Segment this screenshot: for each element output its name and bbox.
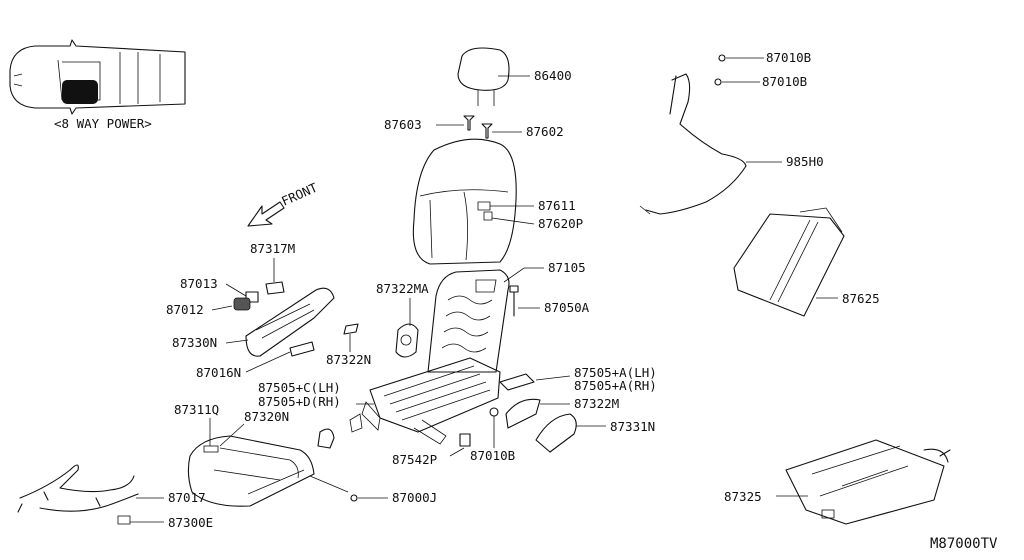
recliner-cover-87322m: [505, 398, 541, 429]
headrest-guide-87602: [481, 123, 493, 139]
clip-87010b-top1: [718, 54, 726, 62]
part-label-87603: 87603: [384, 117, 422, 132]
diagram-id: M87000TV: [930, 536, 998, 552]
part-label-87625: 87625: [842, 291, 880, 306]
part-label-87505a-rh: 87505+A(RH): [574, 378, 657, 393]
seat-side-finisher-87330n: [245, 287, 335, 357]
part-label-87013: 87013: [180, 276, 218, 291]
seat-cushion-pad: [187, 435, 315, 507]
part-label-87602: 87602: [526, 124, 564, 139]
part-label-87016n: 87016N: [196, 365, 241, 380]
front-label: FRONT: [279, 180, 320, 209]
part-label-87322n: 87322N: [326, 352, 371, 367]
clip-87322n: [343, 323, 359, 335]
front-direction-arrow: [247, 201, 285, 227]
switch-87012: [233, 297, 251, 311]
part-label-87010b-top1: 87010B: [766, 50, 811, 65]
part-label-87010b-bottom: 87010B: [470, 448, 515, 463]
bolt-87050a: [509, 285, 519, 317]
spacer-87542p: [459, 433, 471, 447]
seat-cushion-frame: [349, 357, 501, 445]
part-label-87000j: 87000J: [392, 490, 437, 505]
part-label-87325: 87325: [724, 489, 762, 504]
part-label-87505d: 87505+D(RH): [258, 394, 341, 409]
part-label-87317m: 87317M: [250, 241, 295, 256]
switch-87013: [245, 291, 259, 303]
headrest: [457, 47, 510, 106]
part-label-87105: 87105: [548, 260, 586, 275]
seat-harness-87017: [17, 464, 139, 525]
cushion-trim-87325: [785, 439, 951, 525]
part-label-87330n: 87330N: [172, 335, 217, 350]
clip-87010b-top2: [714, 78, 722, 86]
part-label-87322m: 87322M: [574, 396, 619, 411]
vehicle-inset: [9, 39, 186, 115]
seat-back-frame: [427, 269, 510, 373]
part-label-985h0: 985H0: [786, 154, 824, 169]
highlighted-seat-icon: [62, 80, 98, 104]
nut-87010b-bottom: [489, 407, 499, 417]
part-label-87611: 87611: [538, 198, 576, 213]
part-label-87012: 87012: [166, 302, 204, 317]
seat-back-cushion: [412, 138, 517, 265]
fastener-87000j: [350, 494, 358, 502]
part-label-87017: 87017: [168, 490, 206, 505]
cover-87505a: [499, 373, 535, 391]
part-label-87322ma: 87322MA: [376, 281, 429, 296]
part-label-87542p: 87542P: [392, 452, 437, 467]
part-label-87010b-top2: 87010B: [762, 74, 807, 89]
seat-back-trim-87625: [733, 207, 845, 317]
part-label-87620p: 87620P: [538, 216, 583, 231]
part-label-87311q: 87311Q: [174, 402, 219, 417]
recliner-cover-87322ma: [395, 323, 419, 358]
inset-caption: <8 WAY POWER>: [54, 116, 152, 131]
part-label-87300e: 87300E: [168, 515, 213, 530]
sensor-harness-985h0: [639, 73, 747, 215]
finisher-87331n: [535, 413, 577, 453]
part-label-87050a: 87050A: [544, 300, 590, 315]
finisher-87016n: [289, 341, 315, 357]
part-label-87331n: 87331N: [610, 419, 655, 434]
part-label-87505c: 87505+C(LH): [258, 380, 341, 395]
part-label-86400: 86400: [534, 68, 572, 83]
cover-small-left: [317, 428, 335, 449]
part-label-87320n: 87320N: [244, 409, 289, 424]
headrest-guide-87603: [463, 115, 475, 131]
switch-knob-87317m: [265, 281, 285, 295]
part-label-87505a-lh: 87505+A(LH): [574, 365, 657, 380]
